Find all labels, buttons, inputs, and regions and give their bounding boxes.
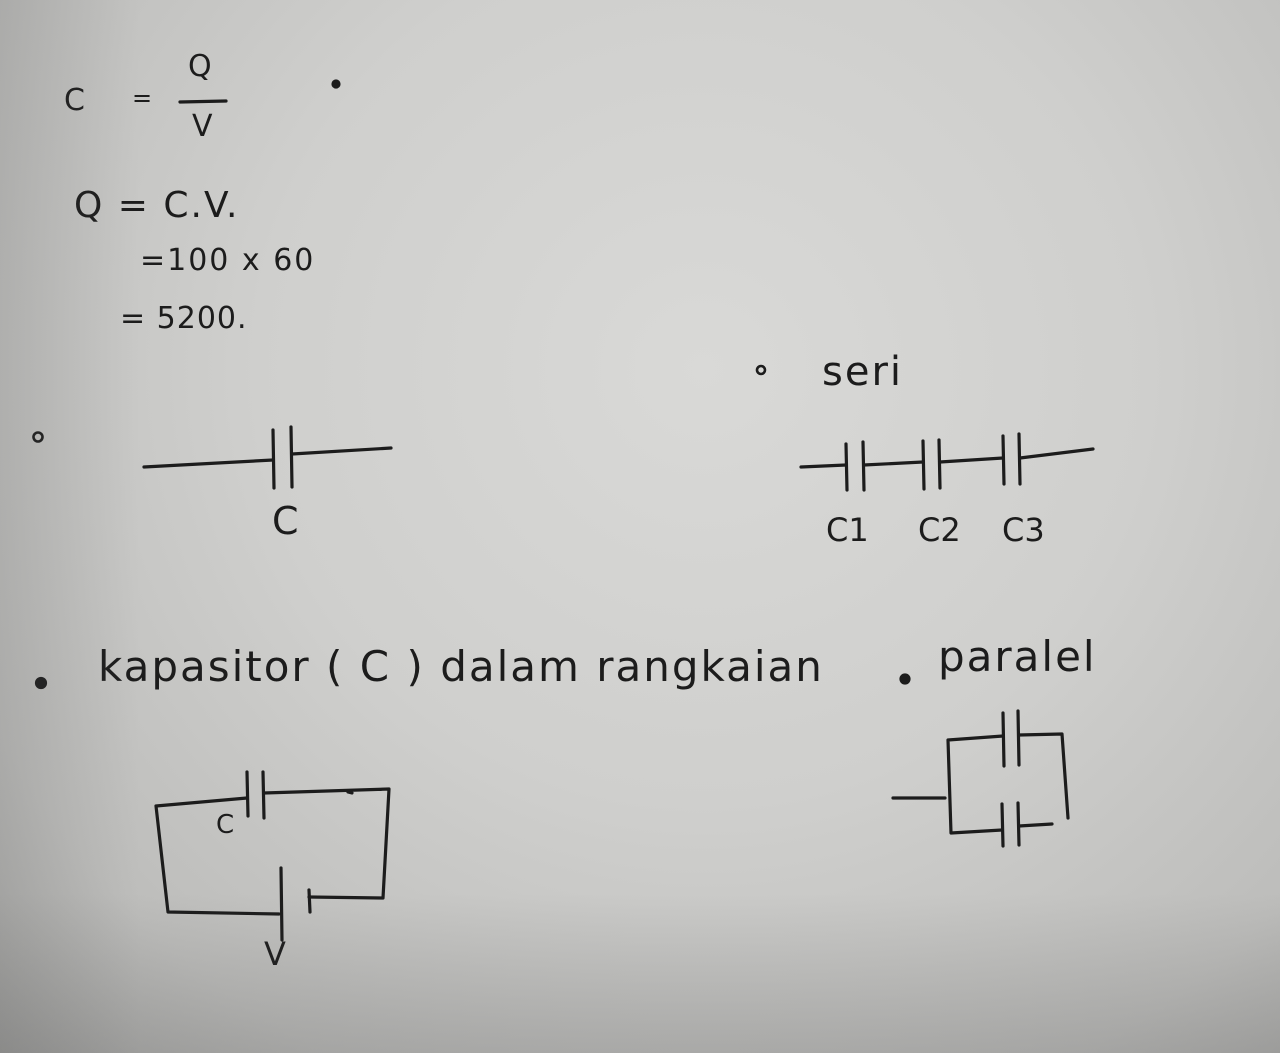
parallel-capacitors-symbol [891, 709, 1070, 848]
c3-subscript: 3 [1024, 511, 1045, 549]
fraction-bar [178, 99, 228, 104]
loop-capacitor-label: C [216, 810, 235, 840]
series-capacitors-symbol [799, 432, 1095, 492]
formula-denominator: V [192, 109, 213, 144]
formula-equals: = [132, 84, 153, 112]
capacitor-circuit-heading: kapasitor ( C ) dalam rangkaian [98, 642, 824, 691]
formula-substitution: =100 x 60 [140, 243, 316, 278]
bullet-dot [899, 673, 911, 685]
formula-result: = 5200. [120, 301, 248, 336]
formula-charge: Q = C.V. [74, 185, 240, 226]
c1-subscript: 1 [848, 511, 869, 549]
single-capacitor-label: C [272, 499, 299, 543]
formula-numerator: Q [188, 49, 212, 84]
circuit-loop-diagram [154, 770, 391, 942]
bullet-dot [755, 364, 767, 376]
bullet-dot [32, 431, 44, 443]
formula-c-symbol: C [64, 83, 85, 118]
c2-subscript: 2 [940, 511, 961, 549]
bullet-dot [331, 79, 341, 89]
c2-label: C2 [918, 514, 961, 546]
single-capacitor-symbol [142, 425, 393, 490]
c3-letter: C [1002, 511, 1025, 549]
c1-label: C1 [826, 514, 869, 546]
c2-letter: C [918, 511, 941, 549]
series-label: seri [822, 349, 904, 395]
c3-label: C3 [1002, 514, 1045, 546]
loop-voltage-label: V [264, 935, 286, 973]
c1-letter: C [826, 511, 849, 549]
parallel-label: paralel [938, 632, 1097, 681]
bullet-dot [34, 676, 48, 690]
